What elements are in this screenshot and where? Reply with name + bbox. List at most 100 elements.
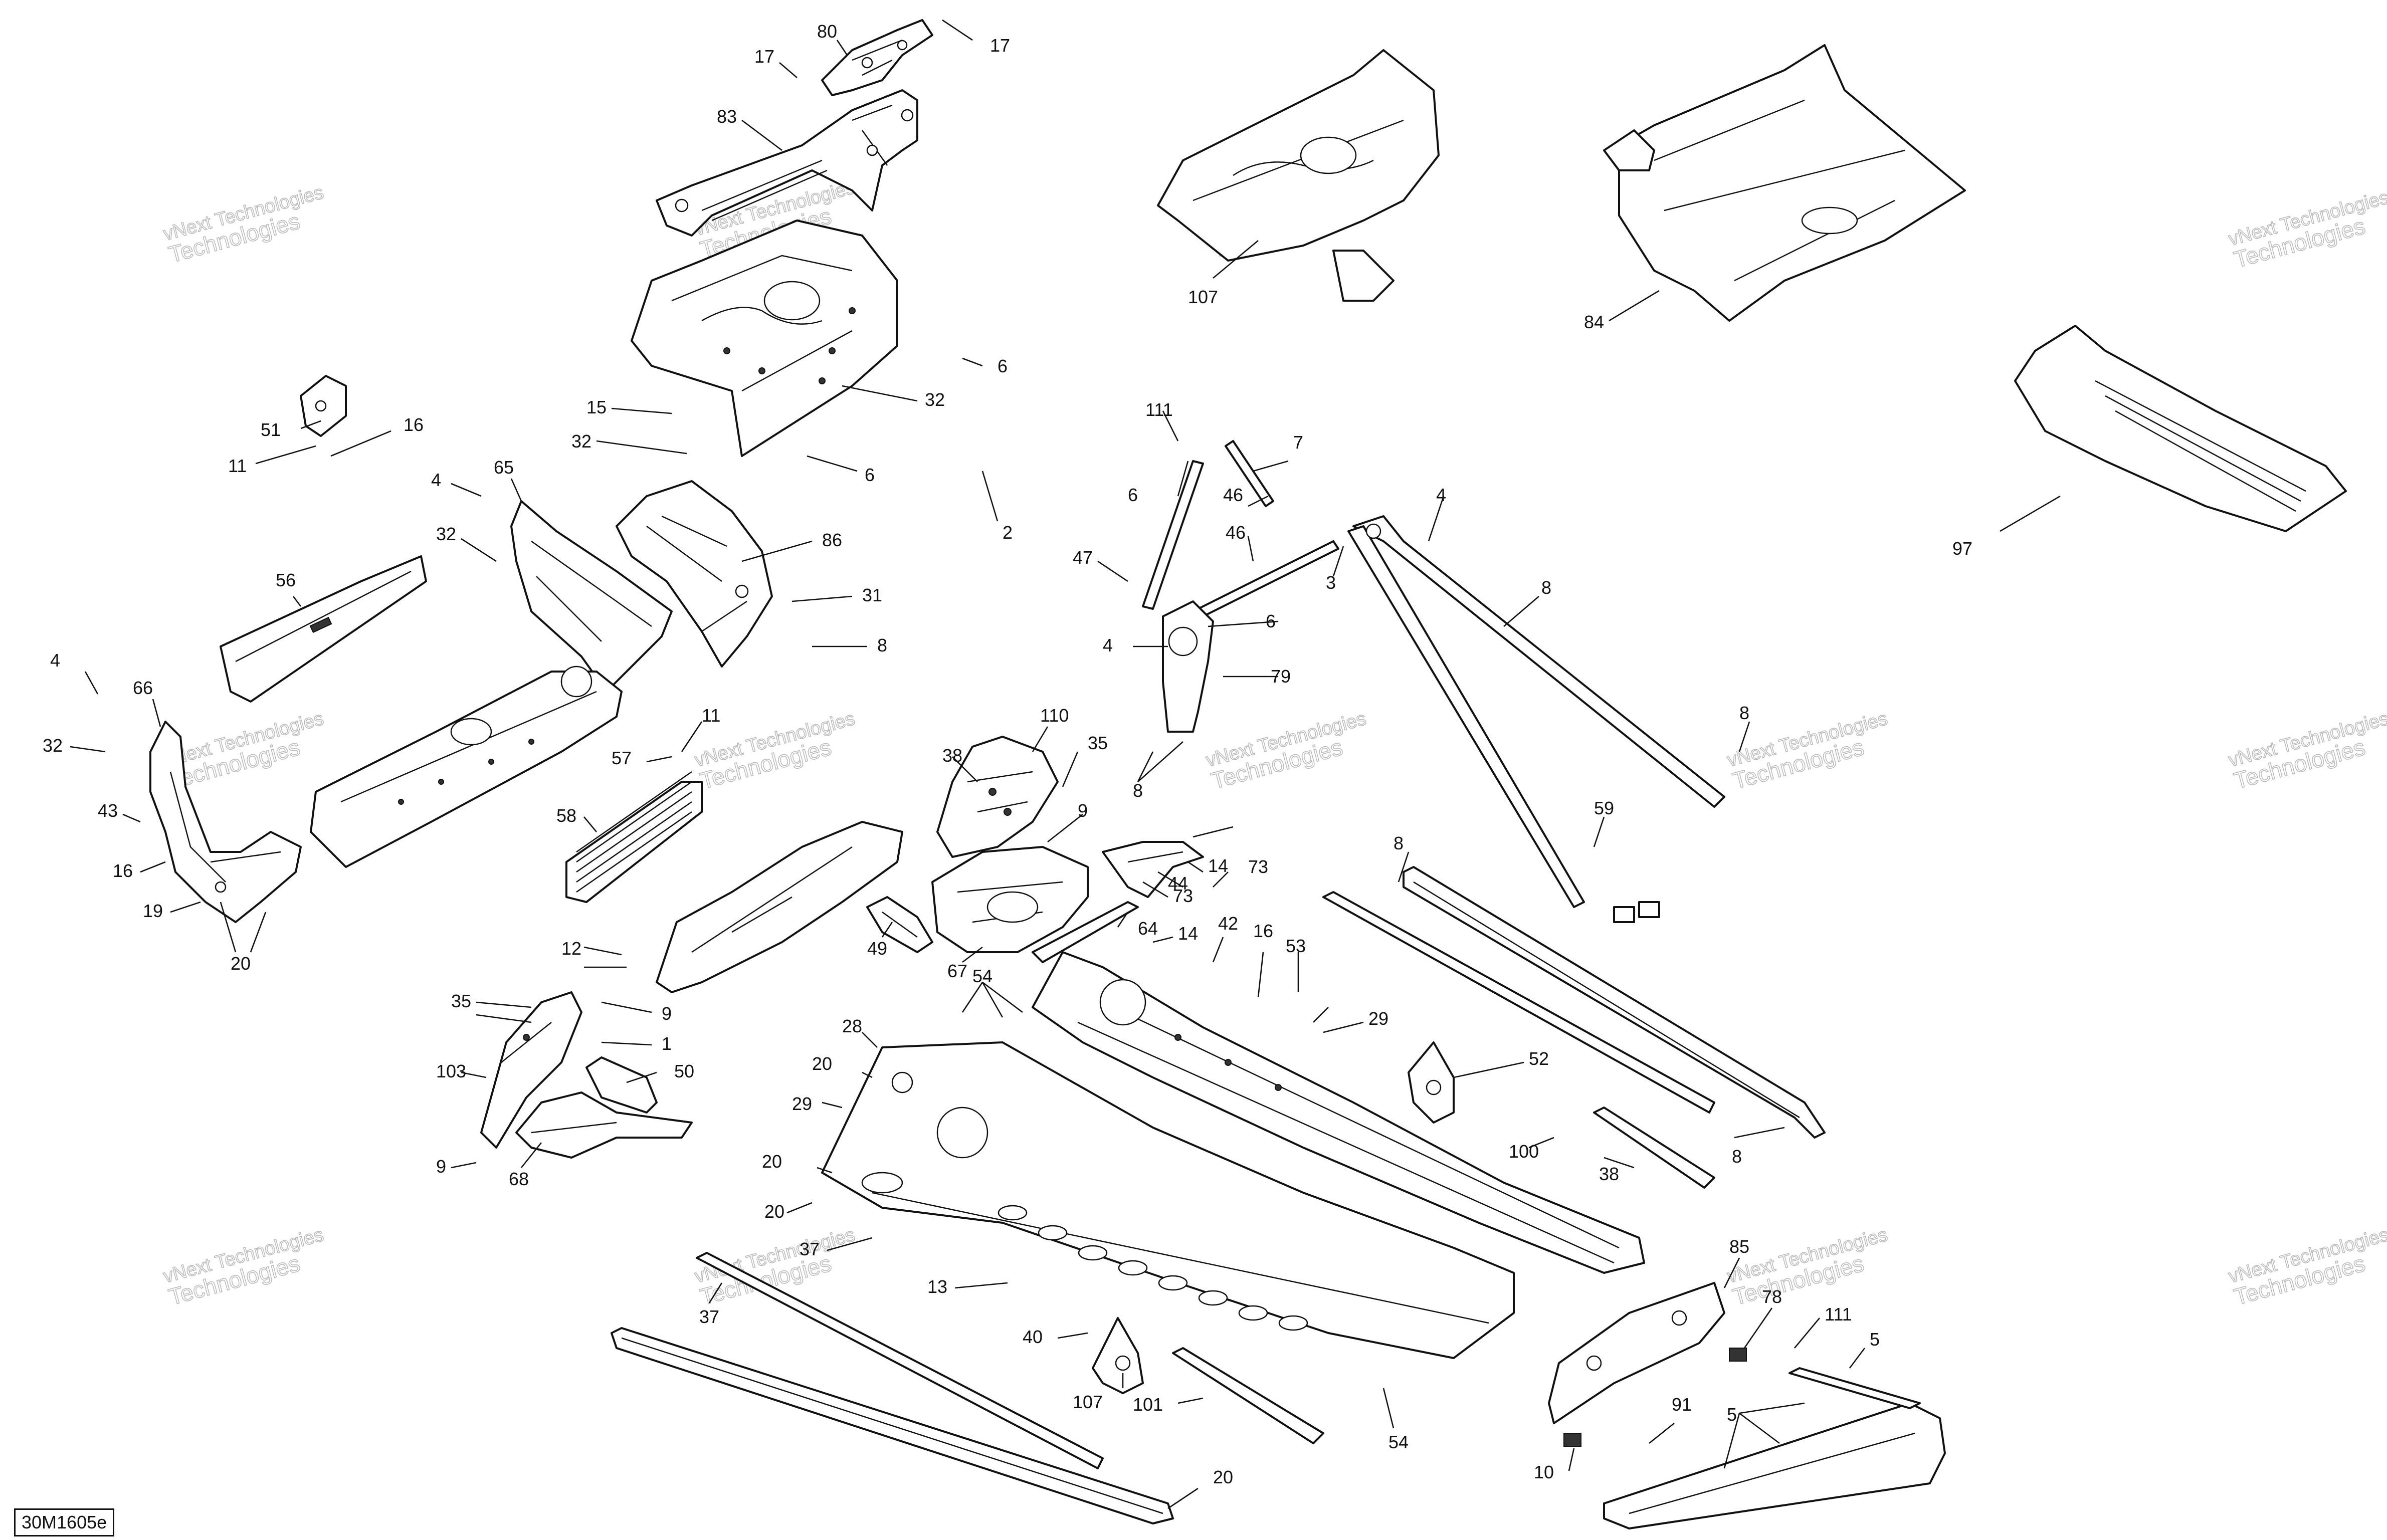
bumper-clip-upper [1729, 1348, 1747, 1362]
callout-label: 85 [1729, 1236, 1749, 1257]
figure-reference-code: 30M1605e [14, 1508, 115, 1536]
running-board-84 [1403, 866, 1826, 1139]
bushing-set [1613, 901, 1660, 923]
callout-label: 67 [947, 961, 967, 981]
front-cross-plate [220, 555, 427, 703]
callout-label: 15 [586, 397, 607, 417]
callout-label: 32 [925, 389, 945, 410]
callout-label: 20 [764, 1201, 784, 1222]
upper-arm-64 [1032, 901, 1139, 963]
callout-label: 6 [1128, 485, 1138, 505]
callout-label: 6 [1266, 611, 1276, 631]
callout-label: 1 [662, 1033, 672, 1054]
callout-label: 8 [1739, 703, 1749, 723]
a-frame-59 [1347, 515, 1725, 908]
callout-label: 46 [1223, 485, 1243, 505]
callout-label: 16 [113, 860, 133, 881]
callout-label: 78 [1762, 1286, 1782, 1307]
callout-label: 20 [1213, 1467, 1233, 1487]
callout-label: 20 [762, 1151, 782, 1172]
callout-label: 54 [1388, 1432, 1409, 1452]
parts [149, 19, 2347, 1529]
callout-label: 37 [800, 1239, 820, 1259]
foot-bracket-left [866, 896, 933, 953]
callout-label: 47 [1073, 547, 1093, 568]
callout-label: 52 [1529, 1048, 1549, 1069]
callout-label: 110 [1040, 705, 1069, 726]
front-shock-tower-right [149, 721, 302, 923]
bracket-101 [1092, 1317, 1144, 1394]
leader-lines [70, 19, 2061, 1509]
front-shock-tower-left [510, 500, 673, 693]
footrest-bracket-68 [515, 1091, 693, 1159]
running-board-85 [611, 1327, 1174, 1524]
callout-labels: 80 17 17 83 6 32 15 32 6 2 51 16 11 4 65… [43, 21, 1972, 1487]
callout-label: 79 [1271, 666, 1291, 687]
seat-bracket [936, 736, 1059, 858]
main-tunnel [1032, 951, 1645, 1274]
callout-label: 38 [1599, 1164, 1619, 1184]
callout-label: 4 [1103, 635, 1113, 655]
front-bracket-103 [480, 991, 582, 1149]
upper-column-support [656, 89, 918, 237]
callout-label: 31 [862, 585, 882, 605]
callout-label: 8 [1394, 833, 1404, 853]
callout-label: 20 [812, 1053, 832, 1074]
callout-label: 38 [942, 745, 962, 766]
callout-label: 103 [436, 1061, 466, 1081]
callout-label: 12 [561, 938, 581, 959]
callout-label: 59 [1594, 798, 1614, 818]
callout-label: 9 [1078, 800, 1088, 821]
steering-support-bracket [821, 19, 933, 96]
callout-label: 111 [1145, 399, 1173, 420]
callout-label: 46 [1226, 522, 1246, 543]
heat-exchanger [565, 771, 703, 903]
callout-label: 14 [1208, 855, 1228, 876]
callout-label: 80 [817, 21, 837, 42]
rear-tunnel-104 [2014, 325, 2347, 532]
callout-label: 37 [699, 1306, 719, 1327]
callout-label: 4 [50, 650, 60, 671]
callout-label: 11 [228, 456, 247, 476]
callout-label: 11 [702, 705, 720, 726]
bumper-clip-lower [1563, 1433, 1581, 1447]
mid-frame [931, 846, 1089, 953]
callout-label: 40 [1023, 1327, 1043, 1347]
callout-label: 4 [431, 470, 441, 490]
callout-label: 8 [1133, 780, 1143, 801]
angle-54-right [1593, 1107, 1715, 1189]
callout-label: 6 [865, 465, 875, 485]
callout-label: 100 [1509, 1141, 1539, 1162]
callout-label: 35 [451, 991, 471, 1011]
callout-label: 29 [792, 1093, 812, 1114]
footrest-bracket-50 [585, 1056, 658, 1114]
callout-label: 58 [556, 805, 576, 826]
center-tunnel-cover [656, 821, 903, 993]
callout-label: 29 [1368, 1008, 1388, 1029]
callout-label: 7 [1293, 432, 1303, 453]
callout-label: 4 [1436, 485, 1446, 505]
callout-label: 54 [972, 966, 992, 986]
callout-label: 5 [1727, 1404, 1737, 1425]
callout-label: 8 [1732, 1146, 1742, 1167]
small-mount-plate [300, 375, 347, 437]
callout-label: 64 [1138, 918, 1158, 939]
callout-label: 83 [717, 106, 737, 127]
callout-label: 107 [1188, 287, 1218, 307]
callout-label: 2 [1003, 522, 1013, 543]
callout-label: 3 [1326, 572, 1336, 593]
front-chassis-section [631, 219, 898, 457]
callout-label: 84 [1584, 312, 1604, 332]
rear-frame-97 [1157, 49, 1440, 302]
callout-label: 28 [842, 1016, 862, 1036]
callout-label: 14 [1178, 923, 1198, 944]
column-mount-assembly [616, 480, 773, 668]
callout-label: 91 [1672, 1394, 1692, 1415]
steering-rod-46 [1142, 440, 1274, 610]
